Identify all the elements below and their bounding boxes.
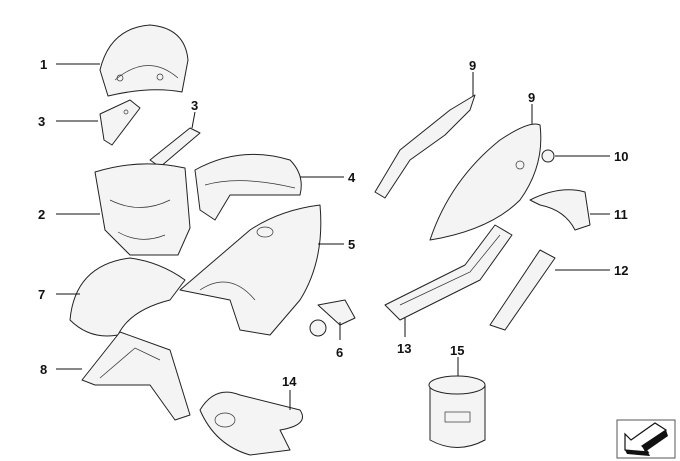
part-4-side-panel[interactable] xyxy=(194,153,302,221)
part-1-windscreen[interactable] xyxy=(99,24,189,97)
part-5-lower-fairing[interactable] xyxy=(179,204,322,336)
label-8[interactable]: 8 xyxy=(40,362,47,377)
part-14-belly-pan[interactable] xyxy=(199,391,303,456)
part-13-frame-trim[interactable] xyxy=(384,224,513,321)
part-labels: 1 3 3 2 4 5 7 8 6 9 9 10 11 12 13 14 15 xyxy=(38,57,628,389)
arrow-down-left-icon[interactable] xyxy=(616,419,676,459)
label-5[interactable]: 5 xyxy=(348,237,355,252)
label-15[interactable]: 15 xyxy=(450,343,464,358)
part-6-clip[interactable] xyxy=(309,299,356,337)
label-4[interactable]: 4 xyxy=(348,170,356,185)
part-3-trim-right[interactable] xyxy=(149,127,201,168)
label-2[interactable]: 2 xyxy=(38,207,45,222)
label-3-left[interactable]: 3 xyxy=(38,114,45,129)
part-10-grommet[interactable] xyxy=(541,149,555,163)
label-11[interactable]: 11 xyxy=(614,207,628,222)
label-3-right[interactable]: 3 xyxy=(191,98,198,113)
part-7-front-fender[interactable] xyxy=(69,257,186,337)
label-9-left[interactable]: 9 xyxy=(469,58,476,73)
label-6[interactable]: 6 xyxy=(336,345,343,360)
part-8-inner-fender[interactable] xyxy=(81,331,191,421)
label-14[interactable]: 14 xyxy=(282,374,297,389)
part-11-tail-cover[interactable] xyxy=(529,189,591,231)
part-2-front-fairing[interactable] xyxy=(94,163,191,256)
part-9-rear-rail[interactable] xyxy=(374,94,476,199)
label-10[interactable]: 10 xyxy=(614,149,628,164)
part-15-paint-can[interactable] xyxy=(428,375,486,448)
label-7[interactable]: 7 xyxy=(38,287,45,302)
label-1[interactable]: 1 xyxy=(40,57,47,72)
label-12[interactable]: 12 xyxy=(614,263,628,278)
part-12-side-trim[interactable] xyxy=(489,249,556,331)
leader-lines xyxy=(56,63,610,410)
part-9-rear-cover[interactable] xyxy=(429,123,542,241)
part-3-trim-left[interactable] xyxy=(99,99,141,146)
label-9-right[interactable]: 9 xyxy=(528,90,535,105)
label-13[interactable]: 13 xyxy=(397,341,411,356)
